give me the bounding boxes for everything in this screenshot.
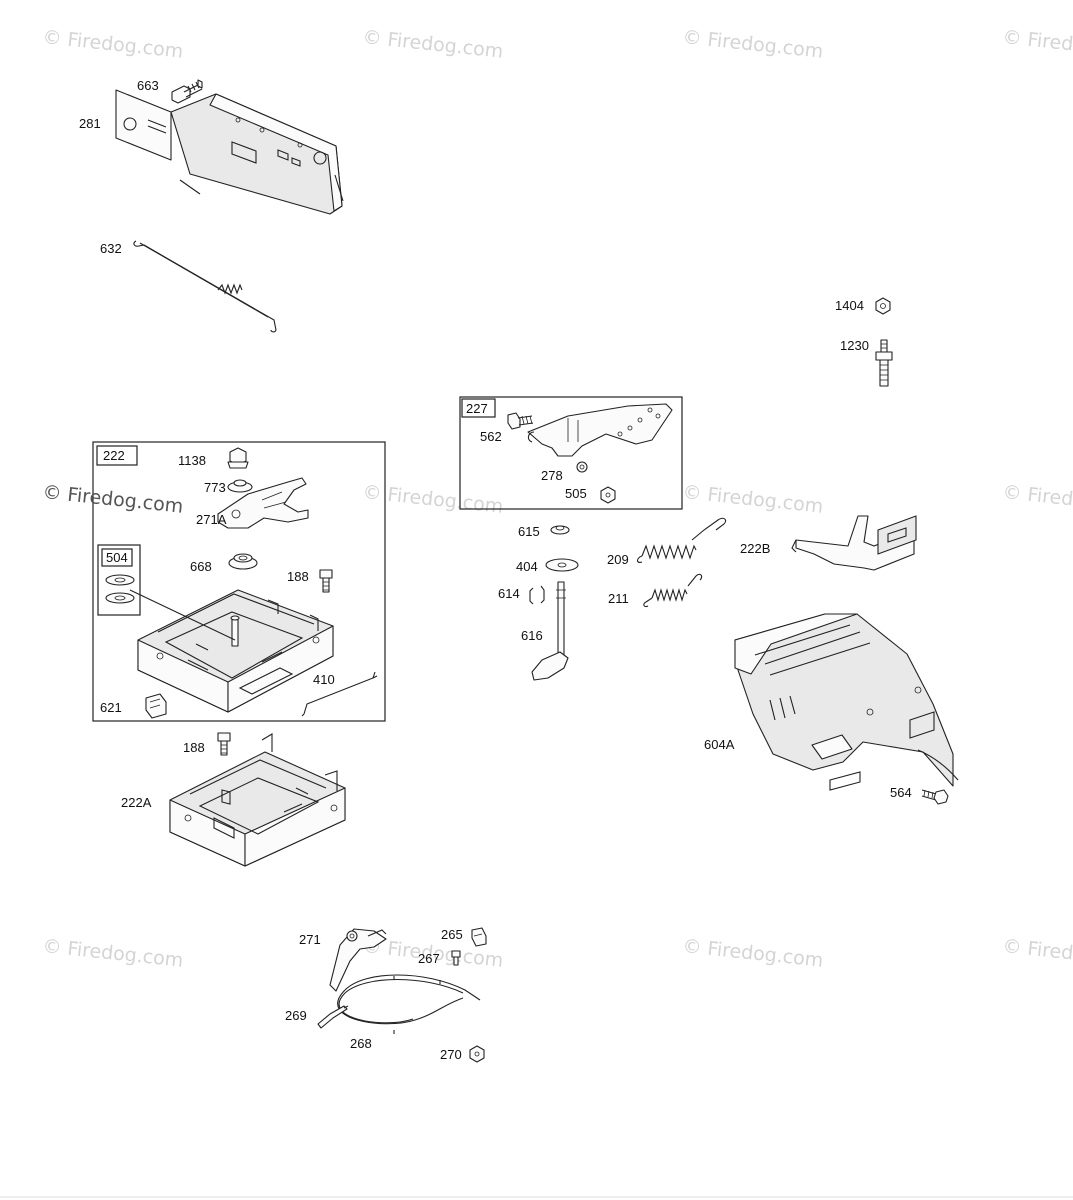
part-668-washer bbox=[228, 553, 258, 570]
label-265: 265 bbox=[441, 927, 463, 942]
label-222B: 222B bbox=[740, 541, 770, 556]
part-278-washer bbox=[576, 461, 588, 473]
part-621-clip bbox=[145, 693, 167, 719]
box-504 bbox=[97, 544, 141, 616]
part-188-bolt bbox=[319, 569, 333, 593]
label-188: 188 bbox=[287, 569, 309, 584]
part-222A-frame bbox=[169, 733, 346, 867]
label-222A: 222A bbox=[121, 795, 152, 810]
label-227: 227 bbox=[466, 401, 488, 416]
part-504-washers bbox=[105, 574, 135, 604]
part-1404-nut bbox=[875, 297, 891, 315]
label-271: 271 bbox=[299, 932, 321, 947]
part-268-cable bbox=[337, 974, 481, 1034]
label-271A: 271A bbox=[196, 512, 227, 527]
label-621: 621 bbox=[100, 700, 122, 715]
watermark-text: © Firedog.com bbox=[41, 26, 184, 63]
watermark-text: © Firedog.com bbox=[1001, 935, 1073, 972]
label-773: 773 bbox=[204, 480, 226, 495]
watermark-text: © Firedog.com bbox=[1001, 26, 1073, 63]
part-564-bolt bbox=[921, 789, 949, 805]
part-773-washer bbox=[227, 479, 253, 493]
part-267-screw bbox=[451, 950, 461, 966]
part-269-cable-end bbox=[317, 1005, 349, 1029]
part-227-control-lever bbox=[527, 403, 673, 457]
part-188-bolt bbox=[217, 732, 231, 756]
label-188: 188 bbox=[183, 740, 205, 755]
part-270-nut bbox=[469, 1045, 485, 1063]
watermark-text: © Firedog.com bbox=[41, 481, 184, 518]
part-616-shaft bbox=[531, 581, 569, 681]
part-265-clip bbox=[471, 927, 487, 947]
label-632: 632 bbox=[100, 241, 122, 256]
label-663: 663 bbox=[137, 78, 159, 93]
label-562: 562 bbox=[480, 429, 502, 444]
watermark-text: © Firedog.com bbox=[1001, 481, 1073, 518]
label-616: 616 bbox=[521, 628, 543, 643]
part-632-link bbox=[133, 240, 277, 333]
part-271-control-bracket bbox=[329, 928, 387, 992]
part-211-spring bbox=[643, 573, 703, 608]
box-227-frame bbox=[459, 396, 683, 510]
part-562-bolt bbox=[507, 412, 534, 430]
part-604A-blower-housing bbox=[734, 613, 959, 791]
label-410: 410 bbox=[313, 672, 335, 687]
part-410-link bbox=[301, 671, 378, 717]
part-1230-stud bbox=[875, 339, 893, 387]
part-1138-nut bbox=[227, 447, 249, 469]
part-615-washer bbox=[550, 525, 570, 535]
part-222-frame-base bbox=[129, 589, 334, 713]
label-1138: 1138 bbox=[178, 453, 206, 468]
part-281-bracket bbox=[115, 89, 344, 215]
label-270: 270 bbox=[440, 1047, 462, 1062]
label-278: 278 bbox=[541, 468, 563, 483]
watermark-text: © Firedog.com bbox=[681, 481, 824, 518]
part-222B-bracket bbox=[791, 515, 917, 571]
label-211: 211 bbox=[608, 591, 629, 606]
label-604A: 604A bbox=[704, 737, 735, 752]
label-564: 564 bbox=[890, 785, 912, 800]
part-614-spacer bbox=[529, 585, 545, 605]
label-668: 668 bbox=[190, 559, 212, 574]
watermark-text: © Firedog.com bbox=[681, 26, 824, 63]
watermark-text: © Firedog.com bbox=[41, 935, 184, 972]
label-404: 404 bbox=[516, 559, 538, 574]
label-269: 269 bbox=[285, 1008, 307, 1023]
watermark-text: © Firedog.com bbox=[361, 481, 504, 518]
label-505: 505 bbox=[565, 486, 587, 501]
label-209: 209 bbox=[607, 552, 629, 567]
label-267: 267 bbox=[418, 951, 440, 966]
watermark-text: © Firedog.com bbox=[361, 26, 504, 63]
label-504: 504 bbox=[106, 550, 128, 565]
part-271A-control-bracket bbox=[217, 477, 309, 529]
part-404-washer bbox=[545, 558, 579, 572]
box-222-frame bbox=[92, 441, 386, 722]
part-505-nut bbox=[600, 486, 616, 504]
part-209-spring bbox=[636, 517, 727, 563]
label-268: 268 bbox=[350, 1036, 372, 1051]
part-663-bolt bbox=[171, 79, 203, 104]
label-615: 615 bbox=[518, 524, 540, 539]
label-1404: 1404 bbox=[835, 298, 864, 313]
label-222: 222 bbox=[103, 448, 125, 463]
watermark-text: © Firedog.com bbox=[681, 935, 824, 972]
label-614: 614 bbox=[498, 586, 520, 601]
label-281: 281 bbox=[79, 116, 101, 131]
label-1230: 1230 bbox=[840, 338, 869, 353]
